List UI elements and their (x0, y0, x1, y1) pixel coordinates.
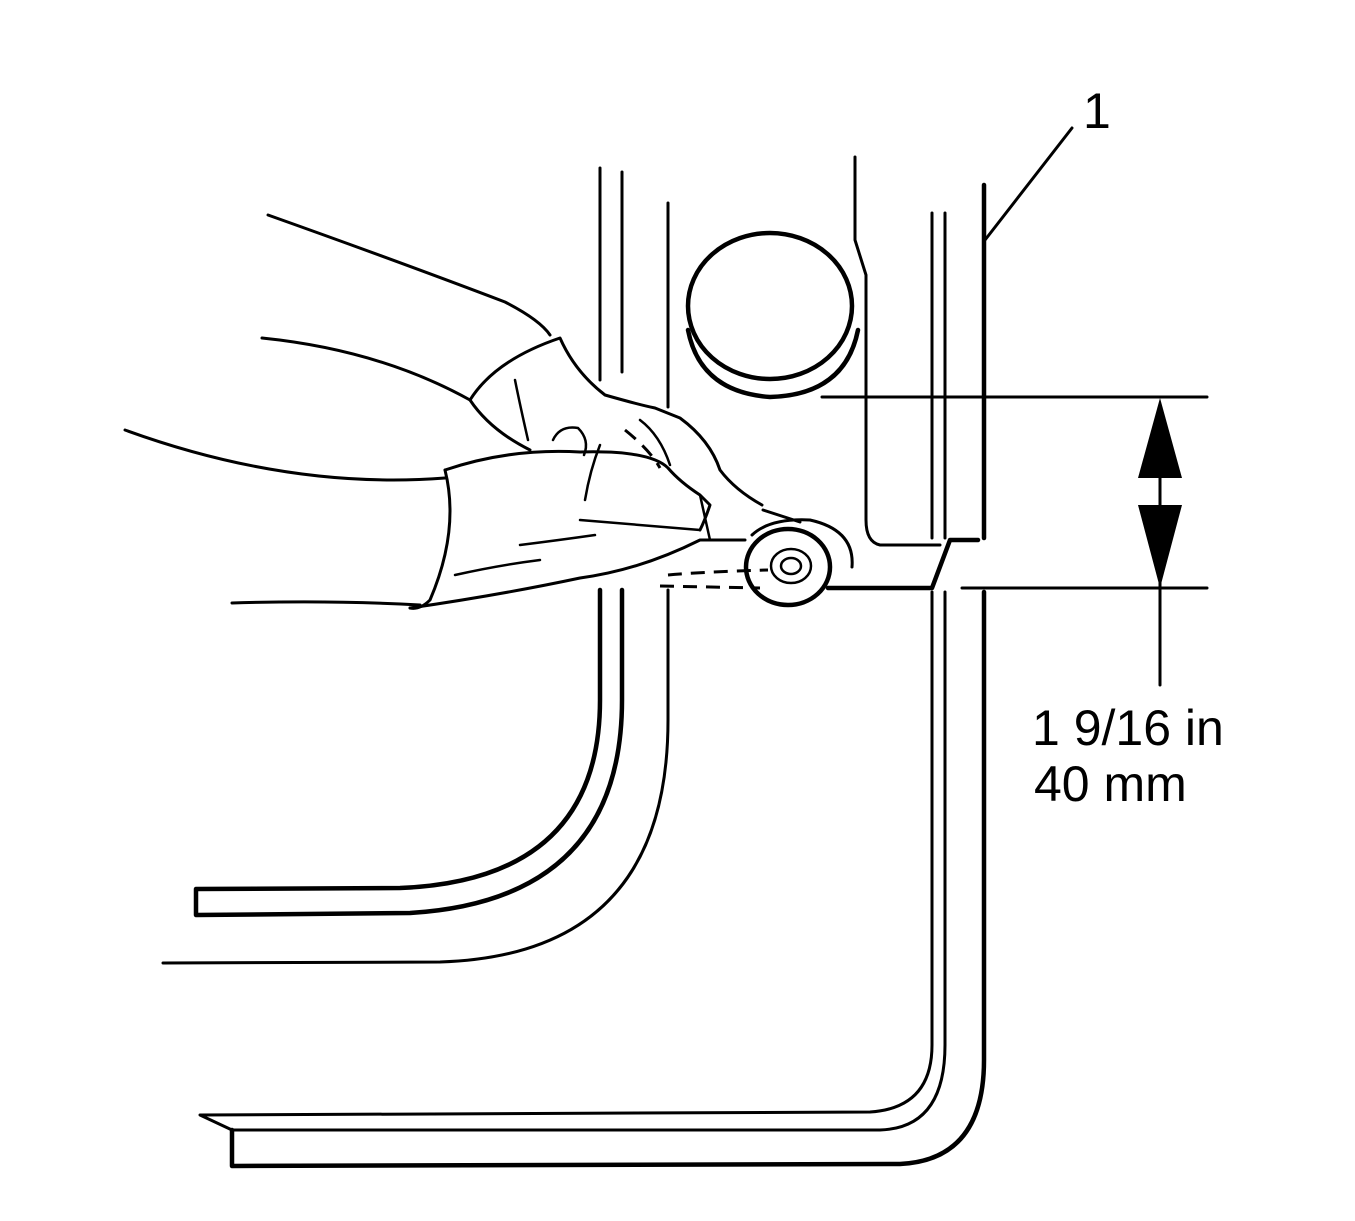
dimension-lines (820, 395, 1209, 687)
callout-leader (983, 126, 1074, 242)
dimension-arrow-up (1138, 398, 1182, 478)
grinder-tool (659, 508, 854, 608)
dimension-imperial-label: 1 9/16 in (1032, 700, 1224, 756)
dimension-metric-label: 40 mm (1034, 756, 1187, 812)
left-panel-edges (598, 166, 670, 409)
dimension-arrow-down (1138, 505, 1182, 588)
gloved-hand (123, 213, 764, 610)
callout-number: 1 (1083, 83, 1111, 139)
cut-line-flange (825, 155, 981, 591)
left-inner-bend (161, 587, 670, 965)
lower-panel-bend (198, 589, 987, 1169)
round-plug (685, 230, 861, 400)
inner-right-lines (930, 211, 947, 540)
